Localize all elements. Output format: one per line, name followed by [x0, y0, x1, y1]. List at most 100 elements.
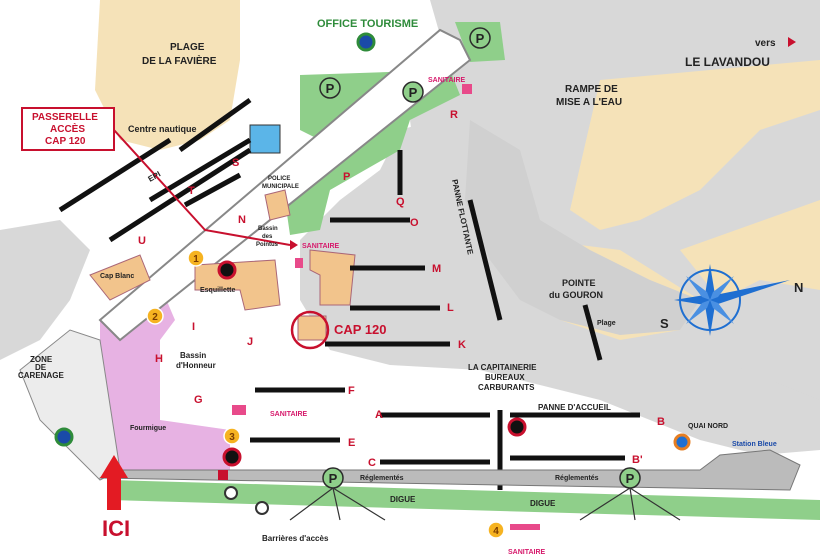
sanitaire-marker-mid: [295, 258, 303, 268]
building-centre-nautique: [249, 124, 281, 154]
label-pointe-gouron: POINTE: [562, 278, 596, 288]
number-marker-icon: [487, 521, 505, 539]
passerelle-box: [21, 107, 115, 151]
label-bassin-pointus: Bassin: [258, 226, 278, 232]
sea-area-inner: [300, 110, 820, 455]
vers-arrow-icon: [788, 37, 796, 47]
label-digue: DIGUE: [530, 499, 556, 508]
label-barrieres: Barrières d'accès: [262, 534, 329, 543]
label-quai-nord: QUAI NORD: [688, 423, 728, 430]
label-capitainerie: BUREAUX: [485, 373, 525, 382]
sanitaire-marker-top: [462, 84, 472, 94]
passerelle-arrow-line: [113, 129, 291, 246]
poi-marker-icon: [507, 417, 527, 437]
compass-south: S: [660, 316, 669, 331]
label-vers: vers: [755, 38, 776, 49]
red-square-marker: [218, 470, 228, 480]
parking-icon: [469, 27, 491, 49]
pontoon-letter: L: [447, 302, 454, 314]
number-marker-label: 1: [193, 254, 199, 265]
number-marker-icon: [146, 307, 164, 325]
office-tourisme-icon: [356, 32, 376, 52]
barriere-icon: [224, 486, 238, 500]
sea-area-west: [0, 220, 90, 360]
building-cap-blanc: [89, 254, 151, 301]
label-police: MUNICIPALE: [262, 184, 299, 190]
label-reglementes: Réglementés: [360, 475, 404, 482]
label-zone-carenage: ZONE: [30, 355, 53, 364]
pontoon-T: [183, 172, 242, 208]
number-marker-label: 3: [229, 432, 235, 443]
plage-pontoon: [582, 304, 603, 361]
parking-letter: P: [409, 85, 418, 100]
label-police: POLICE: [268, 176, 290, 182]
label-passerelle: CAP 120: [45, 136, 86, 147]
label-centre-nautique: Centre nautique: [128, 124, 197, 134]
station-bleue-icon: [673, 433, 691, 451]
pontoon-letter: K: [458, 339, 466, 351]
ici-arrow-icon: [100, 455, 128, 510]
beach-east-strip: [680, 200, 820, 300]
pontoon-letter: I: [192, 321, 195, 333]
label-digue: DIGUE: [390, 495, 416, 504]
parking-letter: P: [476, 31, 485, 46]
road-black-2: [58, 137, 172, 213]
label-capitainerie: CARBURANTS: [478, 383, 535, 392]
label-zone-carenage: CARENAGE: [18, 371, 64, 380]
label-passerelle: PASSERELLE: [32, 112, 98, 123]
numbered-markers: [146, 249, 505, 539]
label-panne-accueil: PANNE D'ACCUEIL: [538, 403, 611, 412]
pontoon-letter: O: [410, 217, 419, 229]
pontoon-letter: H: [155, 353, 163, 365]
parking-letter: P: [329, 471, 338, 486]
compass-north: N: [794, 280, 803, 295]
beach-north-east: [570, 60, 820, 230]
barriere-icon: [255, 501, 269, 515]
parking-letter: P: [326, 81, 335, 96]
label-pointe-gouron: du GOURON: [549, 290, 603, 300]
label-station-bleue: Station Bleue: [732, 441, 777, 448]
number-marker-label: 4: [493, 526, 499, 537]
label-plage-faviere: PLAGE: [170, 42, 205, 53]
building-mid: [309, 249, 356, 306]
label-plage-faviere: DE LA FAVIÈRE: [142, 54, 217, 67]
pontoon-letter: Q: [396, 196, 405, 208]
building-esquillette: [194, 259, 281, 311]
panne-flottante-line: [467, 199, 503, 321]
label-passerelle: ACCÈS: [50, 122, 85, 135]
number-marker-icon: [223, 427, 241, 445]
label-cap120: CAP 120: [334, 322, 387, 337]
label-bassin-pointus: des: [262, 234, 273, 240]
building-cap120: [297, 315, 327, 341]
label-sanitaire: SANITAIRE: [302, 243, 340, 250]
parking-icon: [319, 77, 341, 99]
passerelle-arrowhead: [290, 240, 298, 250]
label-sanitaire: SANITAIRE: [428, 77, 466, 84]
label-rampe: RAMPE DE: [565, 84, 618, 95]
pontoon-letter: N: [238, 214, 246, 226]
road-black-1: [178, 97, 252, 153]
pontoon-letter: F: [348, 385, 355, 397]
parking-icon: [402, 81, 424, 103]
sanitaire-marker-g: [232, 405, 246, 415]
label-sanitaire: SANITAIRE: [270, 411, 308, 418]
poi-markers: [54, 32, 691, 515]
label-ici: ICI: [102, 516, 130, 541]
number-marker-label: 2: [152, 312, 158, 323]
label-esquillette: Esquillette: [200, 287, 236, 294]
pontoon-letter: A: [375, 409, 383, 421]
label-plage: Plage: [597, 320, 616, 327]
land-gouron-point: [465, 120, 700, 335]
label-sanitaire: SANITAIRE: [508, 549, 546, 556]
number-marker-icon: [187, 249, 205, 267]
label-rampe: MISE A L'EAU: [556, 97, 622, 108]
label-reglementes: Réglementés: [555, 475, 599, 482]
parking-letter: P: [626, 471, 635, 486]
pontoon-letter: E: [348, 437, 355, 449]
label-lavandou: LE LAVANDOU: [685, 55, 770, 69]
pontoon-U: [108, 147, 252, 243]
pontoons: [58, 97, 640, 490]
compass-rose-icon: [674, 264, 790, 336]
sanitaire-marker-bottom: [510, 524, 540, 530]
